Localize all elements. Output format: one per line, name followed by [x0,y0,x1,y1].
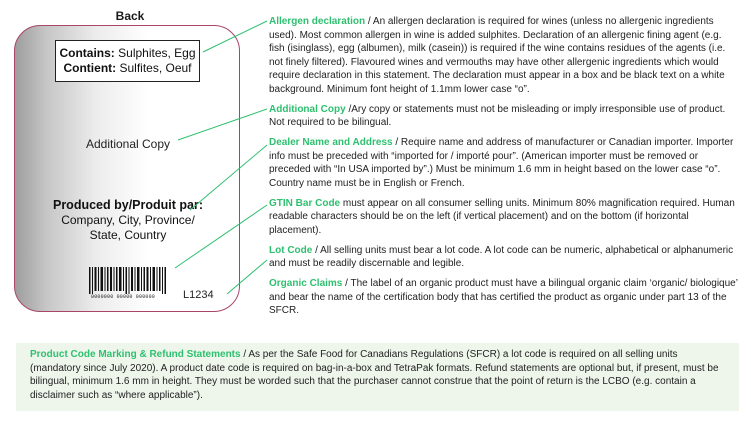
allergen-declaration-box: Contains: Sulphites, Egg Contient: Sulfi… [55,40,200,82]
wine-back-label: Contains: Sulphites, Egg Contient: Sulfi… [14,25,240,312]
producer-heading: Produced by/Produit par: [52,198,203,212]
label-side-title: Back [115,9,145,23]
note-text: / Require name and address of manufactur… [269,137,734,189]
note-text: must appear on all consumer selling unit… [269,197,735,236]
producer-block: Produced by/Produit par: Company, City, … [15,198,241,243]
requirements-notes: Allergen declaration / An allergen decla… [269,15,739,324]
allergen-french-line: Contient: Sulfites, Oeuf [56,61,199,76]
note-additional-copy: Additional Copy /Ary copy or statements … [269,103,739,130]
note-title: Additional Copy [269,103,346,115]
note-allergen-declaration: Allergen declaration / An allergen decla… [269,15,739,96]
barcode-icon [89,267,169,295]
note-dealer-name-address: Dealer Name and Address / Require name a… [269,136,739,190]
footer-title: Product Code Marking & Refund Statements [30,349,241,360]
note-title: Dealer Name and Address [269,137,393,148]
note-text: /Ary copy or statements must not be misl… [269,103,726,129]
note-text: / The label of an organic product must h… [269,278,738,316]
contient-value: Sulfites, Oeuf [116,61,192,75]
note-title: Organic Claims [269,278,343,289]
contains-label: Contains: [59,46,115,60]
additional-copy-text: Additional Copy [85,137,171,151]
note-gtin-bar-code: GTIN Bar Code must appear on all consume… [269,197,739,238]
lot-code-text: L1234 [183,289,214,301]
producer-line-2: State, Country [89,228,167,242]
note-text: / All selling units must bear a lot code… [269,244,734,270]
product-code-footer: Product Code Marking & Refund Statements… [16,343,739,411]
note-title: Allergen declaration [269,16,366,27]
barcode-number: 0000000 00000 000000 [91,294,156,300]
note-title: GTIN Bar Code [269,197,341,209]
note-title: Lot Code [269,244,313,256]
allergen-english-line: Contains: Sulphites, Egg [56,46,199,61]
note-lot-code: Lot Code / All selling units must bear a… [269,244,739,271]
contains-value: Sulphites, Egg [114,46,196,60]
footer-text: / As per the Safe Food for Canadians Reg… [30,349,719,401]
contient-label: Contient: [63,61,117,75]
note-organic-claims: Organic Claims / The label of an organic… [269,277,739,318]
producer-line-1: Company, City, Province/ [61,213,195,227]
note-text: / An allergen declaration is required fo… [269,16,726,95]
